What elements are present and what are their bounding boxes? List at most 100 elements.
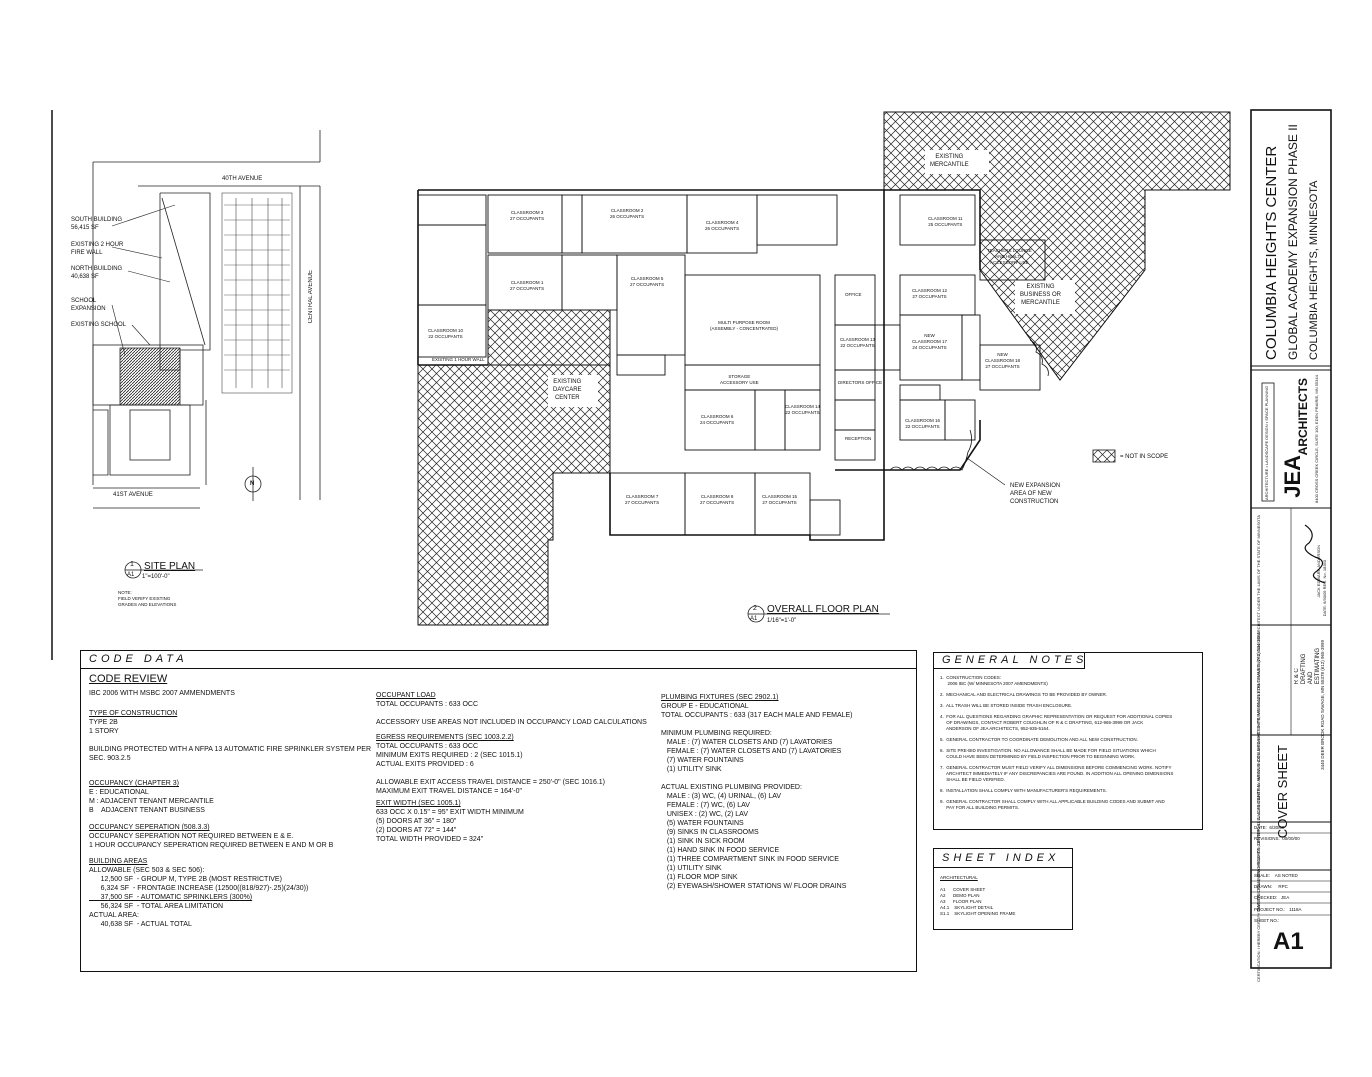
areas-body-2: 37,500 SF - AUTOMATIC SPRINKLERS (300%): [89, 894, 253, 901]
room-label: CLASSROOM 7 27 OCCUPANTS: [625, 494, 660, 505]
plumbing-title: PLUMBING FIXTURES (SEC 2902.1): [661, 694, 779, 701]
school-expansion-hatch: [119, 347, 181, 406]
label-existing-school: EXISTING SCHOOL: [71, 322, 127, 328]
signature-mark: [1304, 524, 1326, 584]
floor-plan-detail-number: 2: [753, 605, 757, 612]
label-north-building: NORTH BUILDING 40,638 SF: [71, 266, 123, 280]
room-label: CLASSROOM 14 22 OCCUPANTS: [785, 404, 821, 415]
code-review-title: CODE REVIEW: [89, 673, 168, 685]
parking-rows: [224, 204, 290, 371]
north-arrow-icon: N: [250, 481, 255, 487]
label-existing-wall: EXISTING 1 HOUR WALL: [432, 357, 485, 362]
label-school-expansion: SCHOOL EXPANSION: [71, 298, 106, 312]
sheet-index-list: A1 COVER SHEET A2 DEMO PLAN A3 FLOOR PLA…: [940, 887, 1015, 917]
note-item: 7. GENERAL CONTRACTOR MUST FIELD VERIFY …: [940, 765, 1174, 782]
note-item: 6. SITE PRE-BID INVESTIGATION. NO ALLOWA…: [940, 748, 1156, 759]
sheet-index-sub: ARCHITECTURAL: [940, 875, 978, 880]
checked-field: CHECKED: JEA: [1254, 895, 1290, 900]
firm-logo: JEA: [1280, 455, 1305, 498]
room-label: RECEPTION: [845, 436, 872, 441]
room-label: CLASSROOM 4 26 OCCUPANTS: [705, 220, 740, 231]
separation-body: OCCUPANCY SEPERATION NOT REQUIRED BETWEE…: [89, 833, 334, 849]
exit-width-body: 633 OCC X 0.15" = 95" EXIT WIDTH MINIMUM…: [376, 809, 524, 843]
site-plan-note: NOTE: FIELD VERIFY EXISTING GRADES AND E…: [118, 590, 177, 607]
floor-plan-scale: 1/16"=1'-0": [767, 618, 797, 624]
room-label: TEACHERS LOUNGE AND HEALTH ACCESSORY USE: [987, 248, 1032, 265]
code-ibc: IBC 2006 WITH MSBC 2007 AMMENDMENTS: [89, 690, 235, 697]
label-south-building: SOUTH BUILDING 56,415 SF: [71, 217, 123, 231]
room-label: CLASSROOM 5 27 OCCUPANTS: [630, 276, 665, 287]
sheet-index-item: S1.1 SKYLIGHT OPENING FRAME: [940, 911, 1016, 916]
project-title-2: GLOBAL ACADEMY EXPANSION PHASE II: [1286, 124, 1300, 360]
project-title-1: COLUMBIA HEIGHTS CENTER: [1263, 145, 1280, 360]
drafting-firm: R & C DRAFTING AND ESTIMATING: [1294, 648, 1321, 685]
room-label: MULTI PURPOSE ROOM (ASSEMBLY - CONCENTRA…: [710, 320, 779, 331]
areas-body-3: 56,324 SF - TOTAL AREA LIMITATION ACTUAL…: [89, 903, 224, 928]
date-field: DATE: 6/30/09: [1254, 825, 1285, 830]
room-label: CLASSROOM 2 26 OCCUPANTS: [610, 208, 645, 219]
expansion-cloud: [889, 429, 972, 471]
general-notes-panel: GENERAL NOTES 1. CONSTRUCTION CODES: 200…: [933, 652, 1203, 830]
room-label: CLASSROOM 1 27 OCCUPANTS: [510, 280, 545, 291]
label-new-expansion: NEW EXPANSION AREA OF NEW CONSTRUCTION: [1010, 483, 1061, 505]
not-in-scope-areas: [417, 111, 1231, 626]
note-item: 8. INSTALLATION SHALL COMPLY WITH MANUFA…: [940, 788, 1107, 793]
room-label: CLASSROOM 16 22 OCCUPANTS: [905, 418, 941, 429]
scale-field: SCALE: AS NOTED: [1254, 873, 1298, 878]
label-existing-mercantile: EXISTING MERCANTILE: [930, 154, 969, 168]
note-item: 4. FOR ALL QUESTIONS REGARDING GRAPHIC R…: [940, 714, 1173, 731]
room-label: NEW CLASSROOM 17 24 OCCUPANTS: [912, 333, 948, 350]
room-label: STORAGE ACCESSORY USE: [720, 374, 759, 385]
room-label: CLASSROOM 11 25 OCCUPANTS: [928, 216, 963, 227]
construction-title: TYPE OF CONSTRUCTION: [89, 710, 178, 717]
plumbing-body: GROUP E - EDUCATIONAL TOTAL OCCUPANTS : …: [661, 703, 853, 890]
label-existing-business: EXISTING BUSINESS OR MERCANTILE: [1020, 284, 1062, 306]
site-plan-sheet-ref: A1: [127, 572, 135, 578]
room-label: OFFICE: [845, 292, 862, 297]
room-label: CLASSROOM 6 24 OCCUPANTS: [700, 414, 735, 425]
room-label: CLASSROOM 13 22 OCCUPANTS: [840, 337, 876, 348]
occupancy-body: E : EDUCATIONAL M : ADJACENT TENANT MERC…: [89, 789, 214, 814]
site-plan-graphic: [92, 130, 321, 509]
label-40th-avenue: 40TH AVENUE: [222, 176, 263, 182]
exit-width-title: EXIT WIDTH (SEC 1005.1): [376, 800, 461, 807]
site-plan-title: SITE PLAN: [144, 561, 196, 572]
note-item: 5. GENERAL CONTRACTOR TO COORDINATE DEMO…: [940, 737, 1138, 742]
label-central-avenue: CENTRAL AVENUE: [308, 270, 314, 324]
code-data-header: CODE DATA: [89, 653, 188, 665]
egress-body: TOTAL OCCUPANTS : 633 OCC MINIMUM EXITS …: [376, 743, 606, 795]
legend-hatch-swatch: [1092, 449, 1116, 463]
separation-title: OCCUPANCY SEPERATION (508.3.3): [89, 824, 210, 831]
room-label: DIRECTORS OFFICE: [838, 380, 883, 385]
label-existing-daycare: EXISTING DAYCARE CENTER: [553, 379, 582, 401]
revisions-field: REVISIONS: 00/00/00: [1254, 836, 1300, 841]
room-label: CLASSROOM 12 27 OCCUPANTS: [912, 288, 948, 299]
occupant-load-body: TOTAL OCCUPANTS : 633 OCC ACCESSORY USE …: [376, 701, 647, 726]
room-label: CLASSROOM 3 27 OCCUPANTS: [510, 210, 545, 221]
site-plan-scale: 1"=100'-0": [142, 574, 170, 580]
code-data-panel: CODE DATA CODE REVIEW IBC 2006 WITH MSBC…: [80, 650, 917, 972]
firm-address: 8400 CROSS CREEK CIRCLE, SUITE 100, EDEN…: [1314, 375, 1319, 503]
note-item: 2. MECHANICAL AND ELECTRICAL DRAWINGS TO…: [940, 692, 1108, 697]
room-label: CLASSROOM 10 22 OCCUPANTS: [428, 328, 464, 339]
drawn-field: DRAWN: RPC: [1254, 884, 1288, 889]
site-plan-detail-number: 1: [130, 561, 134, 568]
areas-title: BUILDING AREAS: [89, 858, 148, 865]
note-item: 9. GENERAL CONTRACTOR SHALL COMPLY WITH …: [940, 799, 1165, 810]
occupancy-title: OCCUPANCY (CHAPTER 3): [89, 780, 179, 787]
title-block-lines: [1250, 109, 1332, 969]
project-no-field: PROJECT NO.: 1118A: [1254, 907, 1302, 912]
floor-plan-title: OVERALL FLOOR PLAN: [767, 604, 879, 615]
sheet-index-panel: SHEET INDEX ARCHITECTURAL A1 COVER SHEET…: [933, 848, 1073, 930]
occupant-load-title: OCCUPANT LOAD: [376, 692, 436, 699]
sheet-no-label: SHEET NO.:: [1254, 918, 1280, 923]
areas-body-1: ALLOWABLE (SEC 503 & SEC 506): 12,500 SF…: [89, 867, 309, 892]
construction-body: TYPE 2B 1 STORY BUILDING PROTECTED WITH …: [89, 719, 371, 762]
firm-tag: ARCHITECTURE • LANDSCAPE DESIGN • SPACE …: [1264, 385, 1269, 500]
sheet-index-item: A2 DEMO PLAN: [940, 893, 980, 898]
sheet-index-header: SHEET INDEX: [942, 852, 1060, 864]
legend-not-in-scope: = NOT IN SCOPE: [1120, 454, 1169, 460]
egress-title: EGRESS REQUIREMENTS (SEC 1003.2.2): [376, 734, 514, 741]
sheet-index-item: A3 FLOOR PLAN: [940, 899, 982, 904]
